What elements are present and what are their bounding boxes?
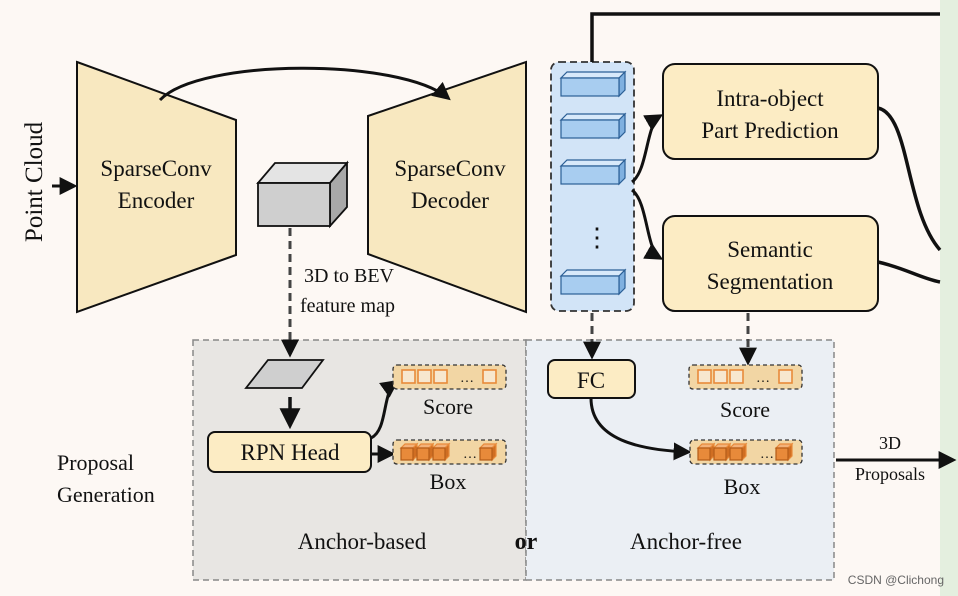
anchor-based-box-vector: … bbox=[392, 439, 507, 465]
score-cell bbox=[697, 369, 712, 384]
box-cell bbox=[774, 442, 794, 462]
score-cell bbox=[713, 369, 728, 384]
right-edge-strip bbox=[940, 0, 958, 596]
part-prediction-box bbox=[662, 63, 879, 160]
proposal-generation-line2: Generation bbox=[57, 482, 155, 507]
rpn-head-label: RPN Head bbox=[240, 440, 340, 465]
decoder-label-line1: SparseConv bbox=[394, 156, 506, 181]
box-cell bbox=[415, 442, 435, 462]
score-ellipsis: … bbox=[460, 371, 474, 386]
anchor-based-score-vector: … bbox=[392, 364, 507, 390]
encoder-trapezoid bbox=[76, 60, 237, 314]
anchor-free-box-label: Box bbox=[724, 474, 761, 499]
semantic-segmentation-line2: Segmentation bbox=[707, 269, 834, 294]
score-cell bbox=[417, 369, 432, 384]
feature-slab-3 bbox=[559, 158, 627, 186]
score-cell bbox=[433, 369, 448, 384]
anchor-free-label: Anchor-free bbox=[630, 529, 742, 554]
fc-to-box-arrow bbox=[589, 397, 692, 461]
box-ellipsis: … bbox=[463, 447, 477, 462]
score-cell bbox=[778, 369, 793, 384]
bev-label-line2: feature map bbox=[300, 295, 395, 317]
encoder-decoder-arc bbox=[158, 66, 451, 102]
bev-cube-icon bbox=[256, 160, 349, 229]
box-cell bbox=[399, 442, 419, 462]
proposals-label-line1: 3D bbox=[879, 433, 901, 453]
decoder-label-line2: Decoder bbox=[411, 188, 489, 213]
feature-vertical-ellipsis: ⋮ bbox=[584, 223, 610, 252]
rpn-head-box bbox=[207, 431, 372, 473]
box-cell bbox=[431, 442, 451, 462]
anchor-free-box-vector: … bbox=[689, 439, 803, 465]
feature-slab-2 bbox=[559, 112, 627, 140]
score-cell bbox=[482, 369, 497, 384]
anchor-based-score-label: Score bbox=[423, 394, 473, 419]
seg-output-curve bbox=[877, 260, 941, 284]
point-feature-slabs bbox=[559, 70, 627, 296]
part-prediction-line2: Part Prediction bbox=[701, 118, 839, 143]
box-cell bbox=[712, 442, 732, 462]
box-cell bbox=[696, 442, 716, 462]
anchor-free-score-vector: … bbox=[688, 364, 803, 390]
box-ellipsis: … bbox=[760, 447, 774, 462]
anchor-free-score-label: Score bbox=[720, 397, 770, 422]
semantic-segmentation-box bbox=[662, 215, 879, 312]
watermark: CSDN @Clichong bbox=[848, 573, 944, 587]
encoder-label-line2: Encoder bbox=[118, 188, 195, 213]
point-cloud-label: Point Cloud bbox=[21, 121, 48, 242]
score-cell bbox=[729, 369, 744, 384]
proposals-label-line2: Proposals bbox=[855, 464, 925, 484]
anchor-based-label: Anchor-based bbox=[298, 529, 427, 554]
decoder-trapezoid bbox=[367, 60, 527, 314]
feature-to-part-arrow bbox=[630, 114, 664, 184]
bev-label-line1: 3D to BEV bbox=[304, 265, 395, 287]
anchor-based-box-label: Box bbox=[430, 469, 467, 494]
top-output-line bbox=[590, 12, 940, 62]
proposal-generation-line1: Proposal bbox=[57, 450, 134, 475]
part-output-curve bbox=[877, 106, 942, 252]
or-label: or bbox=[515, 529, 538, 555]
encoder-label-line1: SparseConv bbox=[100, 156, 212, 181]
bev-feature-map-icon bbox=[244, 359, 325, 389]
semantic-segmentation-line1: Semantic bbox=[727, 237, 813, 262]
score-cell bbox=[401, 369, 416, 384]
fc-label: FC bbox=[577, 368, 605, 393]
box-cell bbox=[478, 442, 498, 462]
box-cell bbox=[728, 442, 748, 462]
part-prediction-line1: Intra-object bbox=[716, 86, 824, 111]
feature-slab-1 bbox=[559, 70, 627, 98]
feature-to-seg-arrow bbox=[630, 188, 664, 260]
feature-slab-4 bbox=[559, 268, 627, 296]
score-ellipsis: … bbox=[756, 371, 770, 386]
rpn-to-score-arrow bbox=[370, 379, 399, 440]
